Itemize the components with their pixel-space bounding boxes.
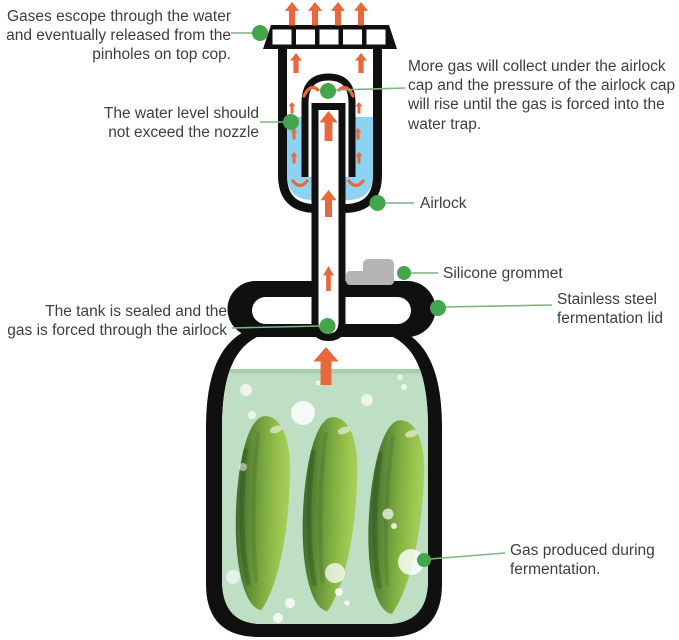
water-gas-arrows — [290, 128, 365, 188]
gas-collect-line — [334, 87, 406, 91]
water-anchor-dot — [283, 114, 299, 130]
grommet-anchor-dot — [397, 266, 411, 280]
tank-note-line — [231, 325, 321, 329]
bubble-anchor-dot — [417, 553, 431, 567]
gas-collect-note: More gas will collect under the airlock … — [408, 58, 676, 133]
label-anchor-dots — [252, 25, 446, 567]
lid-label: Stainless steel fermentation lid — [557, 291, 663, 328]
airlock-anchor-dot — [369, 195, 386, 211]
water-level-note: The water level should not exceed the no… — [103, 105, 259, 142]
tank-note: The tank is sealed and the gas is forced… — [7, 303, 227, 340]
lid-line — [444, 304, 553, 308]
cap-note: Gases escope through the water and event… — [6, 8, 231, 64]
center-tube — [311, 103, 346, 341]
lid-anchor-dot — [430, 300, 446, 316]
nozzle-anchor-dot — [319, 318, 336, 334]
dome-anchor-dot — [320, 83, 336, 99]
airlock-label: Airlock — [420, 195, 467, 212]
grommet-label: Silicone grommet — [443, 265, 563, 282]
gas-note-line — [429, 552, 506, 560]
mason-jar — [206, 330, 442, 637]
cap-pinholes — [272, 29, 386, 45]
gas-bubbles — [226, 374, 424, 623]
cap-anchor-dot — [252, 25, 268, 41]
escaping-gas-arrows — [284, 2, 369, 26]
dome-gas-curl-arrows — [302, 85, 355, 98]
label-lines — [231, 32, 553, 560]
gas-produced-note: Gas produced during fermentation. — [510, 542, 655, 579]
cucumbers — [233, 415, 427, 615]
pinhole-cap — [263, 25, 397, 49]
silicone-grommet — [346, 259, 394, 285]
